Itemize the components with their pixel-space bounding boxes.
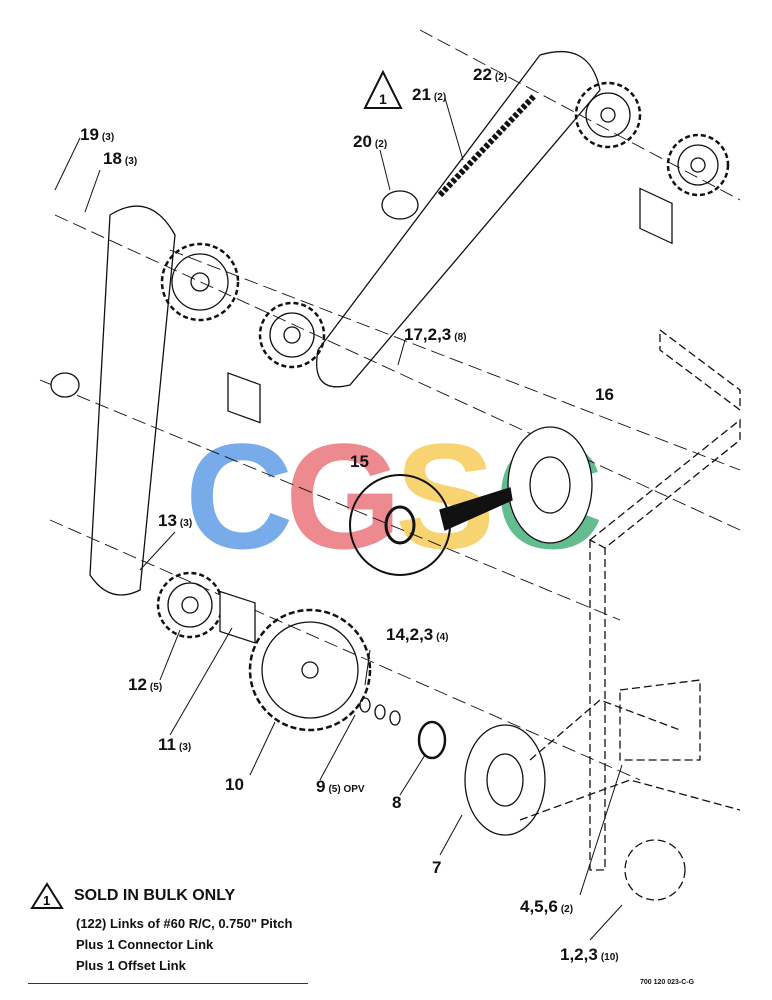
bulk-note-line-3: Plus 1 Offset Link	[76, 958, 186, 973]
watermark-letter-3: S	[395, 412, 495, 580]
sprocket-upper-left	[160, 242, 240, 322]
sprocket-upper-mid	[258, 301, 326, 369]
callout-22: 22(2)	[473, 65, 507, 84]
bearing-block-11	[219, 590, 256, 644]
callout-21: 21(2)	[412, 85, 446, 104]
callout-1-2-3: 1,2,3(10)	[560, 945, 619, 964]
flange-7	[464, 724, 546, 836]
left-chain-loop	[89, 205, 176, 596]
callout-14: 14,2,3(4)	[386, 625, 449, 644]
callout-19: 19(3)	[80, 125, 114, 144]
bottom-rule	[28, 983, 308, 984]
watermark-letter-2: G	[285, 412, 402, 580]
bearing-15	[384, 505, 416, 545]
sprocket-top-right-2	[666, 133, 730, 197]
callout-15: 15	[350, 452, 369, 471]
chain-segment-21	[437, 92, 538, 198]
callout-18: 18(3)	[103, 149, 137, 168]
bulk-note-triangle-icon: 1	[30, 882, 64, 909]
machine-frame	[519, 328, 741, 901]
idler-roller-20	[381, 190, 419, 220]
bearing-block-upper	[227, 372, 261, 424]
detail-pointer	[439, 487, 513, 531]
callout-4-5-6: 4,5,6(2)	[520, 897, 573, 916]
callout-8: 8	[392, 793, 401, 812]
svg-text:1: 1	[379, 91, 387, 107]
leader-lines	[54, 97, 623, 941]
callout-7: 7	[432, 858, 441, 877]
bearing-block-top	[639, 187, 673, 245]
upper-chain-loop	[316, 50, 601, 388]
callout-16: 16	[595, 385, 614, 404]
spacers-9	[359, 697, 401, 726]
sprocket-12	[156, 571, 224, 639]
callout-9: 9(5) OPV	[316, 777, 365, 796]
callout-labels: 21(2) 22(2) 20(2) 19(3) 18(3) 17,2,3(8) …	[80, 65, 619, 964]
bulk-note-line-1: (122) Links of #60 R/C, 0.750" Pitch	[76, 916, 293, 931]
bulk-note-title: SOLD IN BULK ONLY	[74, 887, 236, 904]
idler-roller-left	[50, 372, 80, 398]
callout-20: 20(2)	[353, 132, 387, 151]
bulk-note-title-row: 1 SOLD IN BULK ONLY	[30, 882, 292, 910]
callout-17: 17,2,3(8)	[404, 325, 467, 344]
callout-13: 13(3)	[158, 511, 192, 530]
bearing-8	[417, 720, 447, 760]
callout-11: 11(3)	[158, 735, 191, 754]
bulk-note: 1 SOLD IN BULK ONLY (122) Links of #60 R…	[30, 882, 292, 973]
drawing-code: 700 120 023-C-G	[640, 979, 695, 986]
flange-16	[507, 426, 593, 544]
bulk-triangle-marker: 1	[363, 69, 403, 109]
callout-12: 12(5)	[128, 675, 162, 694]
callout-10: 10	[225, 775, 244, 794]
dashed-axes	[39, 29, 741, 781]
watermark-letter-1: C	[185, 412, 293, 580]
svg-text:1: 1	[43, 893, 50, 908]
sprocket-top-right-1	[574, 81, 642, 149]
sprocket-10	[248, 608, 372, 732]
bulk-note-line-2: Plus 1 Connector Link	[76, 937, 214, 952]
